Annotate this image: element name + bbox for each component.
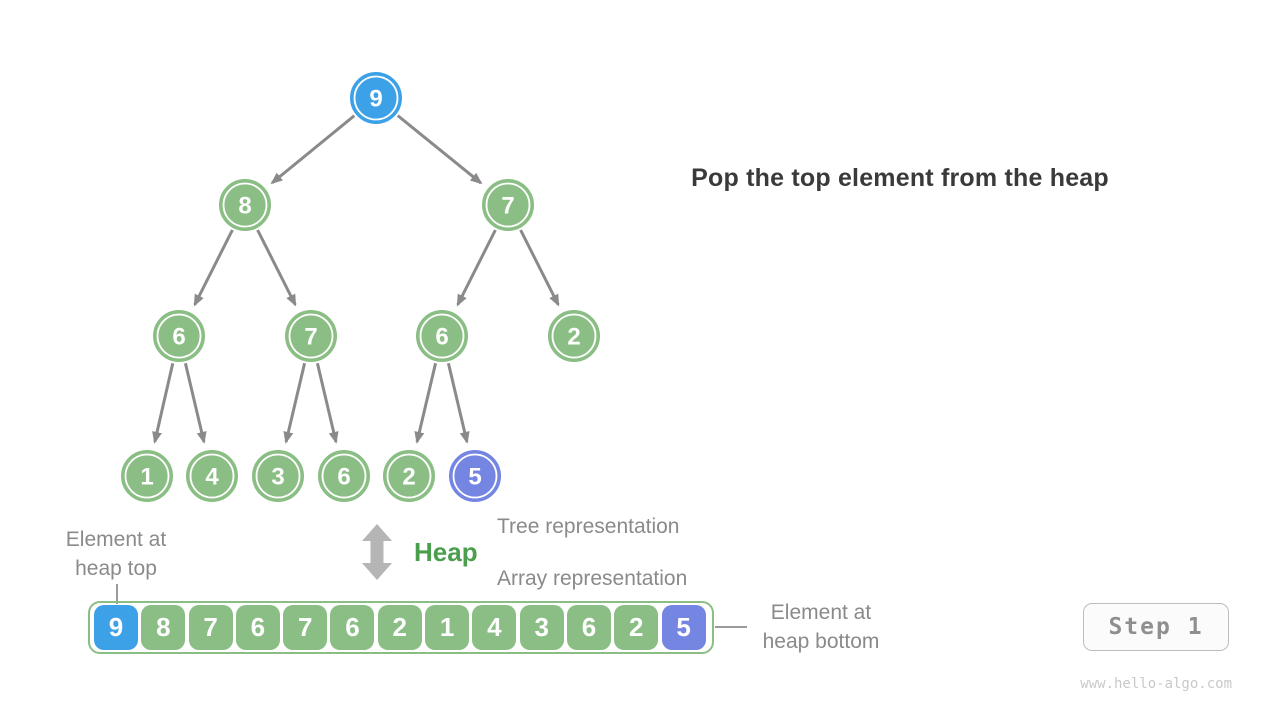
svg-text:2: 2	[402, 464, 415, 491]
element-at-heap-top-label: Element at heap top	[65, 528, 167, 580]
tree-node: 7	[482, 179, 534, 231]
array-cell: 6	[330, 605, 375, 650]
tree-edge	[193, 229, 234, 307]
page-title: Pop the top element from the heap	[691, 164, 1109, 192]
heap-tree: 9 8 7 6 7 6 2 1 4 3 6 2 5	[121, 72, 600, 502]
heap-label: Heap	[414, 537, 478, 567]
svg-text:7: 7	[304, 324, 317, 351]
svg-text:8: 8	[238, 193, 251, 220]
tree-node: 4	[186, 450, 238, 502]
array-cell: 2	[377, 605, 422, 650]
array-representation-label: Array representation	[497, 567, 688, 590]
tree-node: 2	[548, 310, 600, 362]
svg-text:5: 5	[468, 464, 481, 491]
svg-text:1: 1	[140, 464, 153, 491]
array-cell: 3	[519, 605, 564, 650]
svg-text:4: 4	[205, 464, 219, 491]
tree-node: 6	[153, 310, 205, 362]
tree-node: 3	[252, 450, 304, 502]
svg-text:7: 7	[501, 193, 514, 220]
tree-node: 1	[121, 450, 173, 502]
array-cell: 2	[614, 605, 659, 650]
svg-text:2: 2	[567, 324, 580, 351]
tree-node: 6	[416, 310, 468, 362]
tree-edge	[283, 362, 307, 444]
heap-bottom-connector-line	[715, 626, 747, 628]
tree-edge	[519, 229, 560, 307]
array-cell: 4	[472, 605, 517, 650]
tree-edge	[183, 362, 207, 444]
array-cell: 6	[566, 605, 611, 650]
tree-edge	[446, 362, 470, 444]
tree-representation-label: Tree representation	[497, 515, 680, 538]
tree-node: 6	[318, 450, 370, 502]
tree-node: 8	[219, 179, 271, 231]
tree-edge	[396, 114, 483, 185]
tree-edge	[456, 229, 497, 307]
array-cell: 9	[94, 605, 138, 650]
array-cell: 7	[283, 605, 328, 650]
tree-node: 5	[449, 450, 501, 502]
tree-node: 2	[383, 450, 435, 502]
array-cell: 1	[425, 605, 470, 650]
svg-text:6: 6	[172, 324, 185, 351]
heap-top-connector-line	[116, 584, 118, 604]
watermark: www.hello-algo.com	[1080, 676, 1232, 692]
step-button[interactable]: Step 1	[1083, 603, 1229, 651]
array-cell: 8	[141, 605, 186, 650]
element-at-heap-bottom-label: Element at heap bottom	[762, 601, 880, 653]
up-down-arrow-icon	[362, 524, 392, 580]
tree-edge	[152, 362, 175, 444]
tree-edge	[270, 114, 356, 185]
svg-text:9: 9	[369, 86, 382, 113]
tree-edge	[414, 362, 438, 444]
array-cell: 5	[661, 605, 706, 650]
array-cell: 7	[188, 605, 233, 650]
array-cell: 6	[235, 605, 280, 650]
tree-node: 9	[350, 72, 402, 124]
tree-edge	[315, 362, 339, 444]
svg-text:6: 6	[435, 324, 448, 351]
svg-text:3: 3	[271, 464, 284, 491]
tree-edge	[256, 229, 297, 307]
tree-node: 7	[285, 310, 337, 362]
svg-text:6: 6	[337, 464, 350, 491]
